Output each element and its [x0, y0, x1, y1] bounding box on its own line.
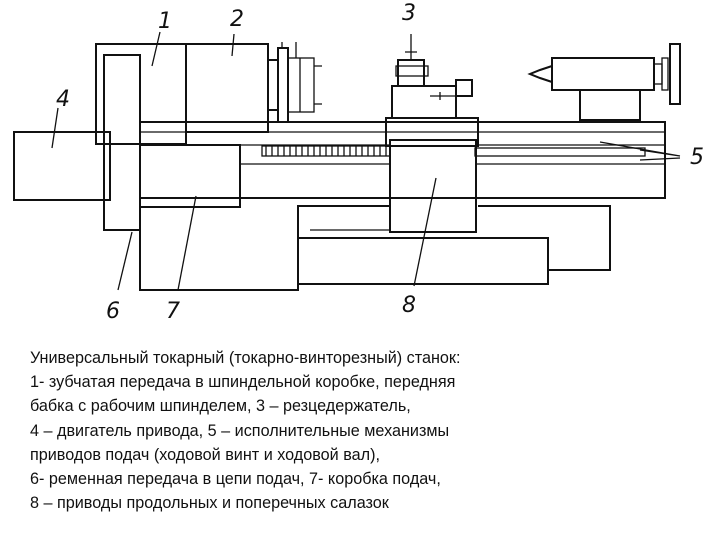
label-4: 4 — [56, 87, 70, 112]
label-2: 2 — [230, 7, 244, 32]
motor — [13, 131, 111, 201]
caption-line: 4 – двигатель привода, 5 – исполнительны… — [30, 421, 450, 440]
label-5: 5 — [690, 145, 704, 170]
lathe-diagram: 1 2 3 4 5 6 7 8 — [13, 1, 704, 324]
caption-line: Универсальный токарный (токарно-винторез… — [30, 349, 461, 367]
carriage-apron — [385, 117, 479, 233]
label-1: 1 — [158, 9, 172, 34]
caption-line: 1- зубчатая передача в шпиндельной короб… — [30, 373, 456, 392]
chuck — [267, 42, 322, 123]
leader-lines — [51, 31, 681, 291]
feed-gearbox — [139, 144, 241, 208]
tool-post — [391, 34, 473, 119]
caption-line: бабка с рабочим шпинделем, 3 – резцедерж… — [30, 397, 411, 416]
caption-line: 8 – приводы продольных и поперечных сала… — [30, 494, 389, 513]
lathe-bed — [139, 121, 666, 199]
tailstock — [527, 43, 681, 121]
label-3: 3 — [402, 1, 416, 26]
figure-caption: Универсальный токарный (токарно-винторез… — [30, 346, 710, 515]
spindle-gearbox — [186, 43, 269, 133]
label-6: 6 — [106, 299, 120, 324]
caption-line: приводов подач (ходовой винт и ходовой в… — [30, 445, 380, 464]
base-cabinet — [139, 198, 611, 291]
caption-line: 6- ременная передача в цепи подач, 7- ко… — [30, 470, 441, 489]
label-8: 8 — [402, 293, 416, 318]
label-7: 7 — [166, 299, 180, 324]
lead-screw — [261, 145, 646, 157]
